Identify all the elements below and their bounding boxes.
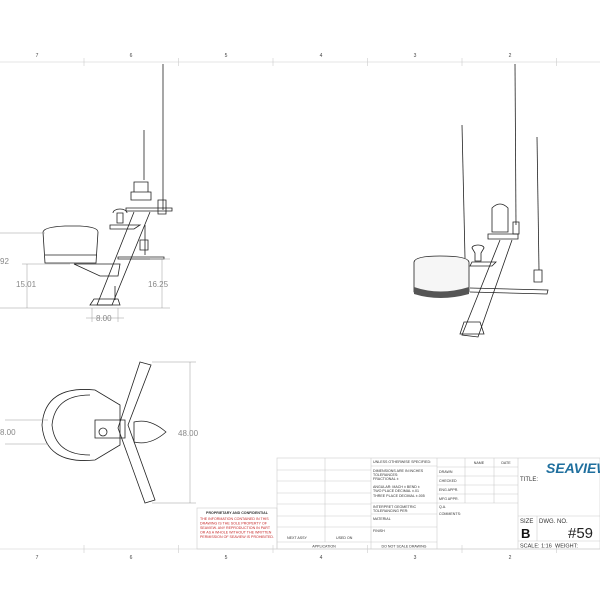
tolerance-line: THREE PLACE DECIMAL ±.005 bbox=[373, 494, 425, 498]
tolerance-line: ANGULAR: MACH ± BEND ± bbox=[373, 485, 420, 489]
tolerance-line: TOLERANCES: bbox=[373, 473, 398, 477]
role-label: MFG APPR. bbox=[439, 497, 459, 501]
proprietary-line: OR AS A WHOLE WITHOUT THE WRITTEN bbox=[200, 531, 272, 535]
proprietary-line: SEAVIEW. ANY REPRODUCTION IN PART bbox=[200, 526, 271, 530]
proprietary-heading: PROPRIETARY AND CONFIDENTIAL bbox=[206, 511, 269, 515]
isometric-view bbox=[413, 63, 549, 338]
used-on-label: USED ON bbox=[336, 536, 353, 540]
drawing-border bbox=[0, 58, 600, 553]
dwg-no-label: DWG. NO. bbox=[539, 519, 568, 525]
ruler-label: 7 bbox=[36, 53, 39, 59]
scale-label: SCALE: 1:16 bbox=[520, 544, 552, 550]
application-label: APPLICATION bbox=[312, 545, 336, 549]
bottom-ruler: 7 6 5 4 3 2 bbox=[36, 555, 512, 561]
ruler-label: 6 bbox=[130, 53, 133, 59]
size-label: SIZE bbox=[520, 519, 533, 525]
dimension-label: 15.01 bbox=[16, 280, 37, 289]
weight-label: WEIGHT: bbox=[555, 544, 578, 550]
ruler-label: 4 bbox=[320, 555, 323, 561]
dimension-label: 92 bbox=[0, 257, 9, 266]
material-label: MATERIAL bbox=[373, 517, 391, 521]
title-label: TITLE: bbox=[520, 477, 538, 483]
ruler-label: 4 bbox=[320, 53, 323, 59]
dimension-label: 16.25 bbox=[148, 280, 169, 289]
title-block: NEXT ASSY USED ON APPLICATION UNLESS OTH… bbox=[276, 457, 600, 550]
side-view: 92 15.01 16.25 8.00 bbox=[0, 64, 173, 323]
tolerance-line: FRACTIONAL ± bbox=[373, 477, 399, 481]
finish-label: FINISH bbox=[373, 529, 385, 533]
ruler-label: 2 bbox=[509, 555, 512, 561]
unless-label: UNLESS OTHERWISE SPECIFIED: bbox=[373, 460, 431, 464]
next-assy-label: NEXT ASSY bbox=[287, 536, 308, 540]
tolerance-line: TWO PLACE DECIMAL ±.01 bbox=[373, 489, 419, 493]
date-header: DATE bbox=[501, 461, 511, 465]
interpret-line: TOLERANCING PER: bbox=[373, 509, 408, 513]
ruler-label: 5 bbox=[225, 53, 228, 59]
dimension-label: 8.00 bbox=[0, 428, 16, 437]
ruler-label: 6 bbox=[130, 555, 133, 561]
proprietary-line: PERMISSION OF SEAVIEW IS PROHIBITED. bbox=[200, 535, 274, 539]
interpret-line: INTERPRET GEOMETRIC bbox=[373, 505, 416, 509]
size-value: B bbox=[521, 526, 530, 541]
ruler-label: 5 bbox=[225, 555, 228, 561]
top-ruler: 7 6 5 4 3 2 bbox=[36, 53, 512, 59]
seaview-logo: SEAVIEW bbox=[546, 460, 600, 476]
role-label: CHECKED bbox=[439, 479, 457, 483]
do-not-scale-label: DO NOT SCALE DRAWING bbox=[382, 545, 427, 549]
role-label: Q.A. bbox=[439, 505, 446, 509]
ruler-label: 7 bbox=[36, 555, 39, 561]
dimension-label: 48.00 bbox=[178, 429, 199, 438]
comments-label: COMMENTS: bbox=[439, 512, 461, 516]
role-label: DRAWN bbox=[439, 470, 453, 474]
name-header: NAME bbox=[474, 461, 485, 465]
top-view: 48.00 8.00 bbox=[0, 361, 199, 504]
proprietary-line: THE INFORMATION CONTAINED IN THIS bbox=[200, 517, 269, 521]
tolerance-line: DIMENSIONS ARE IN INCHES bbox=[373, 469, 424, 473]
proprietary-notice: PROPRIETARY AND CONFIDENTIAL THE INFORMA… bbox=[196, 507, 278, 550]
ruler-label: 2 bbox=[509, 53, 512, 59]
dimension-label: 8.00 bbox=[96, 314, 112, 323]
role-label: ENG APPR. bbox=[439, 488, 458, 492]
ruler-label: 3 bbox=[414, 555, 417, 561]
ruler-label: 3 bbox=[414, 53, 417, 59]
proprietary-line: DRAWING IS THE SOLE PROPERTY OF bbox=[200, 522, 268, 526]
drawing-number: #59 bbox=[568, 525, 593, 542]
